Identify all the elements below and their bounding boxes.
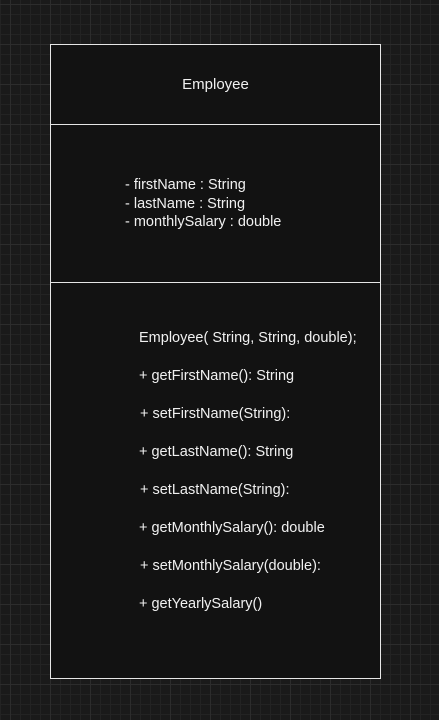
method-set-last-name: + setLastName(String):	[140, 482, 290, 498]
method-get-yearly-salary: + getYearlySalary()	[139, 596, 263, 612]
attribute-last-name: - lastName : String	[125, 195, 246, 212]
attribute-list: - firstName : String - lastName : String…	[125, 176, 281, 232]
class-name-compartment: Employee	[51, 45, 380, 125]
method-get-monthly-salary: + getMonthlySalary(): double	[139, 520, 325, 536]
method-set-first-name: + setFirstName(String):	[140, 406, 291, 422]
attributes-compartment: - firstName : String - lastName : String…	[51, 125, 380, 283]
uml-class-box[interactable]: Employee - firstName : String - lastName…	[50, 44, 381, 679]
attribute-monthly-salary: - monthlySalary : double	[125, 214, 282, 230]
methods-compartment: Employee( String, String, double); + get…	[51, 283, 380, 678]
class-name: Employee	[182, 76, 249, 93]
method-constructor: Employee( String, String, double);	[139, 330, 357, 346]
method-get-first-name: + getFirstName(): String	[139, 368, 295, 384]
method-set-monthly-salary: + setMonthlySalary(double):	[140, 558, 321, 574]
attribute-first-name: - firstName : String	[125, 177, 246, 193]
method-get-last-name: + getLastName(): String	[139, 444, 294, 460]
